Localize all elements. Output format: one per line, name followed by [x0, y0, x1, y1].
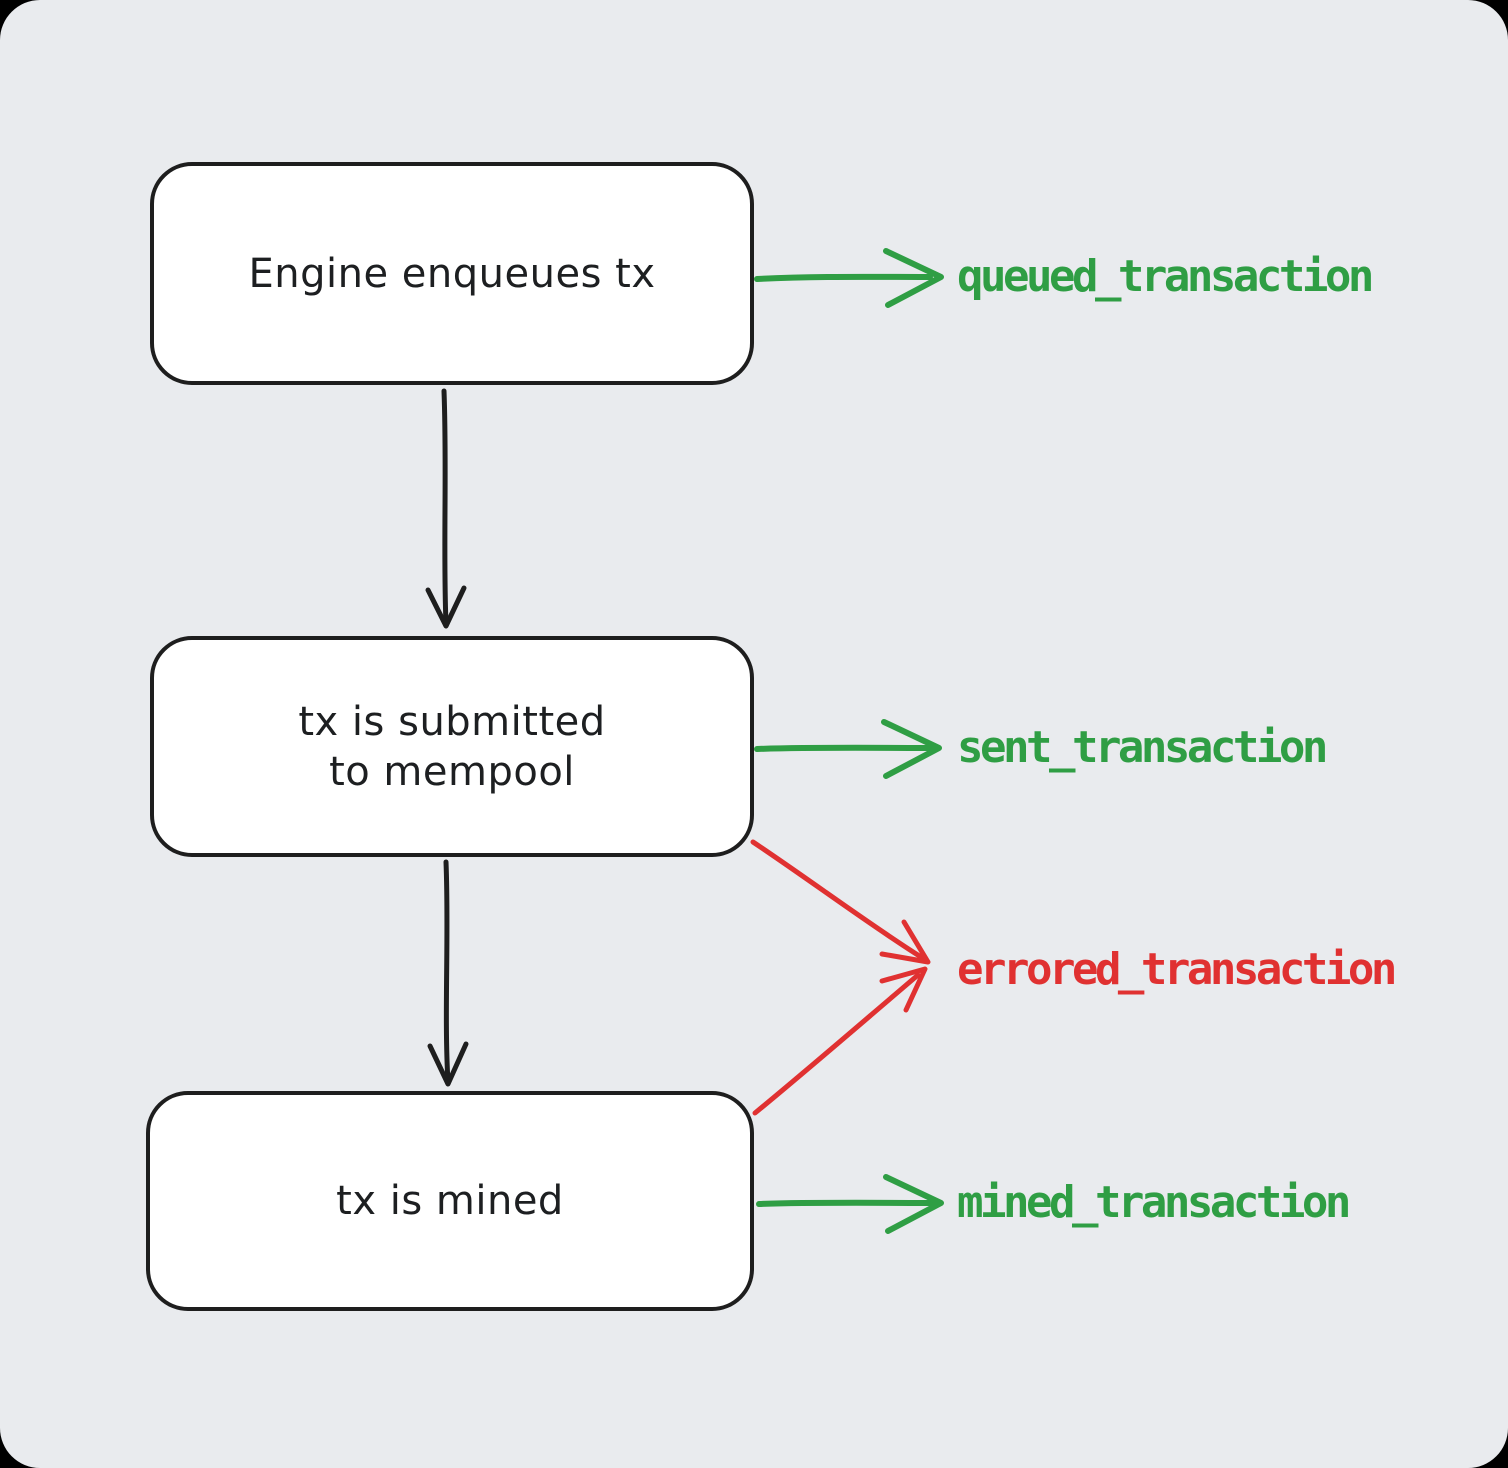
node-tx-is-mined: tx is mined [146, 1091, 754, 1311]
arrow-queued-transaction [754, 248, 944, 308]
node-engine-label: Engine enqueues tx [248, 250, 656, 297]
node-mined-label: tx is mined [336, 1178, 564, 1224]
arrow-mined-transaction [756, 1174, 944, 1234]
node-tx-submitted-to-mempool: tx is submitted to mempool [150, 636, 754, 857]
arrow-mined-to-errored [752, 966, 928, 1116]
event-label-errored-transaction: errored_transaction [957, 944, 1397, 995]
arrow-mempool-to-errored [750, 839, 931, 965]
arrow-sent-transaction [754, 719, 942, 779]
event-label-queued-transaction: queued_transaction [957, 251, 1374, 302]
event-label-sent-transaction: sent_transaction [957, 722, 1328, 773]
arrow-mempool-to-mined [427, 859, 469, 1087]
node-engine-enqueues-tx: Engine enqueues tx [150, 162, 754, 385]
arrow-engine-to-mempool [425, 388, 467, 629]
node-mempool-label: tx is submitted to mempool [298, 698, 606, 795]
event-label-mined-transaction: mined_transaction [957, 1177, 1351, 1228]
